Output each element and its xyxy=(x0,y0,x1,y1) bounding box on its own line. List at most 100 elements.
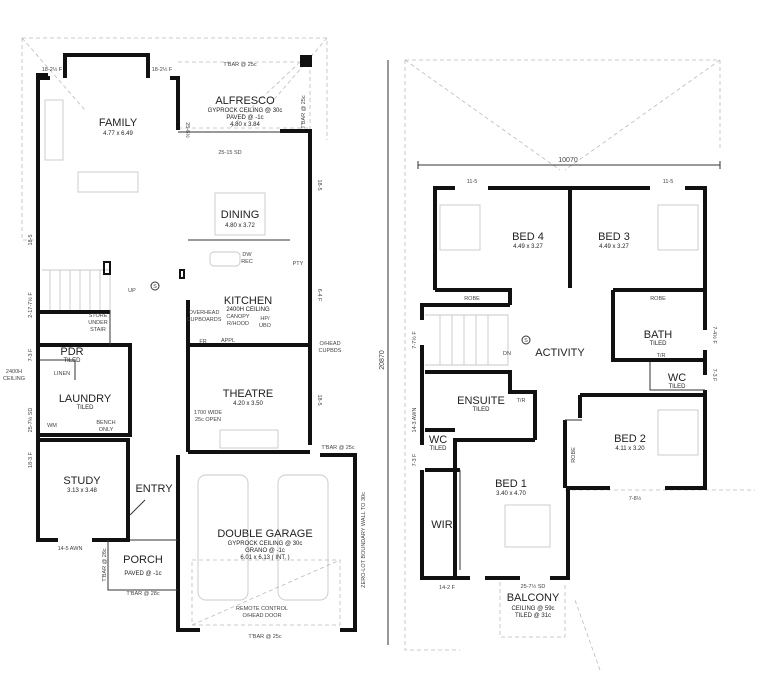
balcony-outline xyxy=(499,582,566,638)
note: REMOTE CONTROL xyxy=(236,606,288,612)
note: HP/ xyxy=(260,316,270,322)
room-bed4: BED 4 xyxy=(512,231,544,243)
room-note: PAVED @ -1c xyxy=(124,571,161,577)
note: STORE xyxy=(89,313,108,319)
room-kitchen: KITCHEN xyxy=(224,295,272,307)
room-note: TILED @ 31c xyxy=(515,613,551,619)
note: T/R xyxy=(517,398,526,404)
room-bath: BATH xyxy=(644,329,673,341)
window-label: 14-3 AWN xyxy=(412,408,418,433)
note: CUPBDS xyxy=(319,348,342,354)
bed-bed1 xyxy=(504,504,551,548)
alfresco-outline xyxy=(178,61,311,130)
room-note: TILED xyxy=(649,341,667,347)
note: UNDER xyxy=(88,320,108,326)
note: ZERO-LOT BOUNDARY WALL TO 30c xyxy=(361,492,367,588)
note: REC xyxy=(241,259,253,265)
note: T'BAR @ 25c xyxy=(223,62,256,68)
note: PTY xyxy=(293,261,304,267)
room-note: TILED xyxy=(429,446,447,452)
window-label: 7-8½ xyxy=(629,495,642,502)
room-pdr: PDR xyxy=(60,346,83,358)
room-ensuite: ENSUITE xyxy=(457,395,505,407)
room-bed1: BED 1 xyxy=(495,478,527,490)
room-note: PAVED @ -1c xyxy=(226,115,263,121)
note: ONLY xyxy=(99,427,114,433)
window-label: 6-4 F xyxy=(316,289,322,302)
window-label: 18-5 xyxy=(316,179,322,190)
room-size: 4.80 x 3.72 xyxy=(225,223,255,229)
room-note: TILED xyxy=(63,358,81,364)
sofa-family xyxy=(44,99,64,161)
window-label: 14-5 AWN xyxy=(58,546,83,552)
bed-bed2 xyxy=(657,409,699,456)
room-wir: WIR xyxy=(431,519,452,531)
room-porch: PORCH xyxy=(123,554,163,566)
room-dining: DINING xyxy=(221,209,260,221)
garage-door xyxy=(191,559,341,626)
smoke-detector-label: S xyxy=(524,338,528,344)
note: T'BAR @ 25c xyxy=(301,95,307,128)
room-note: 2400H CEILING xyxy=(226,307,270,313)
room-wc-ensuite: WC xyxy=(429,434,447,446)
room-size: 3.13 x 3.48 xyxy=(67,488,97,494)
ground-floor: FAMILY 4.77 x 6.49 ALFRESCO GYPROCK CEIL… xyxy=(3,37,367,640)
window-label: 18-5 xyxy=(28,234,34,245)
room-size: 3.40 x 4.70 xyxy=(496,491,526,497)
car-left xyxy=(197,474,249,601)
smoke-detector-icon xyxy=(521,335,531,345)
note: CEILING xyxy=(3,376,25,382)
note: CUPBOARDS xyxy=(187,317,222,323)
dimension-width: 10070 xyxy=(558,157,578,164)
alfresco-post xyxy=(300,55,312,67)
room-note: TILED xyxy=(76,405,94,411)
window-label: 18-5 xyxy=(316,394,322,405)
stair-upper xyxy=(425,314,509,366)
room-entry: ENTRY xyxy=(135,483,173,495)
window-label: 7-3 F xyxy=(412,453,418,466)
room-study: STUDY xyxy=(63,475,101,487)
window-label: 25-7½ SD xyxy=(521,583,546,590)
note: R/HOOD xyxy=(227,321,249,327)
note: FR xyxy=(199,339,206,345)
room-activity: ACTIVITY xyxy=(535,347,585,359)
smoke-detector-label: S xyxy=(153,284,157,290)
note: BENCH xyxy=(96,420,115,426)
sofa-lounge xyxy=(77,171,139,193)
window-label: 18-2½ F xyxy=(152,66,173,73)
note: T'BAR @ 28c xyxy=(126,591,159,597)
room-theatre: THEATRE xyxy=(223,388,274,400)
note: T/R xyxy=(657,353,666,359)
window-label: 18-2½ F xyxy=(42,66,63,73)
car-right xyxy=(277,474,329,601)
note: T'BAR @ 28c xyxy=(102,548,108,581)
window-label: 14-2 F xyxy=(439,585,456,591)
smoke-detector-icon xyxy=(150,281,160,291)
kitchen-sink xyxy=(209,251,241,267)
stair-up-label: UP xyxy=(128,288,136,294)
room-size: 4.77 x 6.49 xyxy=(103,131,133,137)
room-bed3: BED 3 xyxy=(598,231,630,243)
note: LINEN xyxy=(54,371,70,377)
note: T'BAR @ 25c xyxy=(321,445,354,451)
note: O/HEAD xyxy=(319,341,340,347)
column xyxy=(103,261,111,275)
window-label: 2-17-7½ F xyxy=(27,292,34,318)
note: STAIR xyxy=(90,327,106,333)
room-note: CEILING @ 59c xyxy=(511,606,554,612)
column xyxy=(179,269,185,279)
window-label: 7-4½ F xyxy=(711,326,718,344)
roof-outline-upper xyxy=(404,59,755,671)
dimension-line-width xyxy=(417,161,721,169)
roof-outline xyxy=(21,37,328,241)
note: 2400H xyxy=(6,369,22,375)
room-alfresco: ALFRESCO xyxy=(215,95,275,107)
room-note: GYPROCK CEILING @ 30c xyxy=(228,541,303,547)
room-note: TILED xyxy=(668,384,686,390)
note: DW xyxy=(242,252,252,258)
stair xyxy=(42,269,111,310)
room-laundry: LAUNDRY xyxy=(59,393,112,405)
room-balcony: BALCONY xyxy=(507,592,560,604)
note: APPL xyxy=(221,338,235,344)
note: OVERHEAD xyxy=(189,310,220,316)
